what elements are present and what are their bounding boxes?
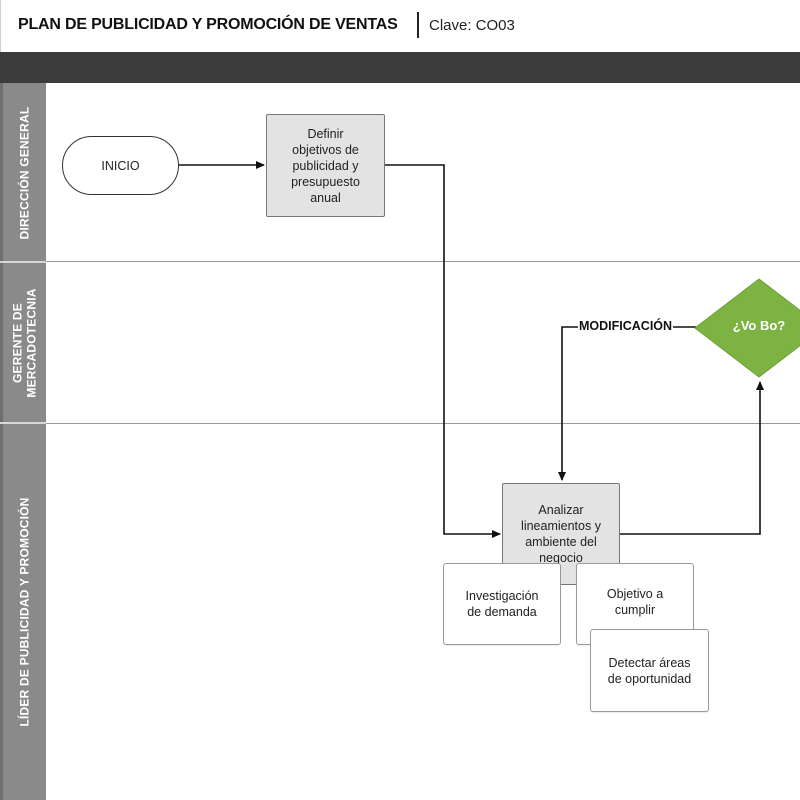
node-text: publicidad y bbox=[292, 158, 359, 173]
node-text: objetivos de bbox=[292, 142, 359, 157]
lane-direccion-general: DIRECCIÓN GENERAL bbox=[0, 83, 46, 262]
node-text: Detectar áreas bbox=[608, 655, 691, 670]
node-text: cumplir bbox=[614, 603, 656, 617]
lane-gerente-mercadotecnia: GERENTE DE MERCADOTECNIA bbox=[0, 262, 46, 423]
node-text: de demanda bbox=[467, 605, 537, 619]
node-text: anual bbox=[310, 190, 341, 205]
node-text: Analizar bbox=[538, 503, 584, 517]
decision-label: ¿Vo Bo? bbox=[732, 318, 786, 333]
edge-analizar-to-decision bbox=[620, 381, 764, 535]
lane-divider bbox=[46, 261, 800, 262]
edge-label-modificacion: MODIFICACIÓN bbox=[578, 319, 674, 333]
node-text: Objetivo a bbox=[606, 587, 664, 601]
lane-divider bbox=[46, 423, 800, 424]
node-text: lineamientos y bbox=[521, 519, 601, 533]
node-text: de oportunidad bbox=[607, 671, 692, 686]
node-text: Investigación bbox=[465, 589, 539, 603]
note-investigacion-demanda: Investigación de demanda bbox=[443, 563, 561, 645]
node-text: ambiente del bbox=[525, 535, 597, 549]
header-bar bbox=[0, 52, 800, 83]
edge-definir-to-analizar bbox=[385, 164, 501, 538]
node-text: Definir bbox=[307, 126, 344, 141]
diagram-title: PLAN DE PUBLICIDAD Y PROMOCIÓN DE VENTAS bbox=[18, 16, 398, 33]
note-detectar-areas: Detectar áreas de oportunidad bbox=[590, 629, 709, 712]
process-definir-objetivos: Definir objetivos de publicidad y presup… bbox=[266, 114, 385, 217]
title-separator bbox=[417, 12, 419, 38]
decision-diamond bbox=[694, 278, 800, 378]
node-text: negocio bbox=[539, 551, 583, 565]
diagram-key: Clave: CO03 bbox=[429, 17, 515, 34]
node-text: presupuesto bbox=[291, 174, 360, 189]
lane-lider-publicidad: LÍDER DE PUBLICIDAD Y PROMOCIÓN bbox=[0, 423, 46, 800]
node-text: INICIO bbox=[101, 158, 140, 173]
diagram-header: PLAN DE PUBLICIDAD Y PROMOCIÓN DE VENTAS… bbox=[0, 0, 800, 52]
start-terminal: INICIO bbox=[62, 136, 179, 195]
edge-decision-to-analizar bbox=[558, 326, 696, 481]
lane-strip-divider bbox=[0, 261, 46, 263]
process-analizar-lineamientos: Analizar lineamientos y ambiente del neg… bbox=[502, 483, 620, 585]
lane-strip-divider bbox=[0, 422, 46, 424]
